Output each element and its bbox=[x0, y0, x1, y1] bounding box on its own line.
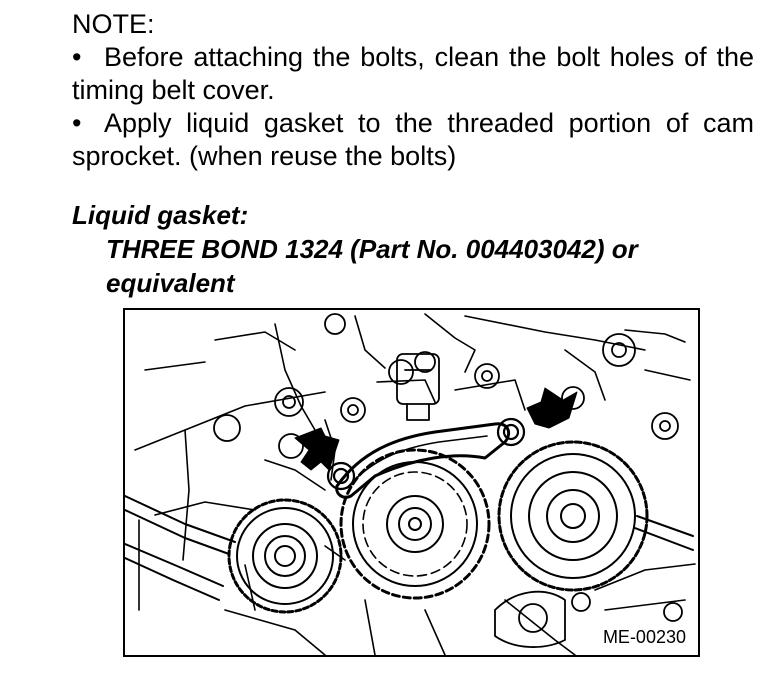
cam-sprocket bbox=[339, 448, 491, 600]
timing-belt-illustration: ME-00230 bbox=[123, 308, 700, 657]
bolt-callout-arrows bbox=[294, 387, 578, 471]
note-item-text: Before attaching the bolts, clean the bo… bbox=[72, 42, 754, 105]
bolt-bosses bbox=[213, 313, 683, 622]
engine-line-drawing bbox=[125, 313, 696, 655]
liquid-gasket-block: Liquid gasket: THREE BOND 1324 (Part No.… bbox=[72, 198, 762, 300]
note-block: NOTE: •Before attaching the bolts, clean… bbox=[72, 8, 754, 173]
figure-code: ME-00230 bbox=[600, 627, 688, 647]
bullet: • bbox=[72, 42, 82, 72]
arrow-left bbox=[294, 427, 340, 471]
note-title: NOTE: bbox=[72, 9, 155, 39]
liquid-gasket-spec: THREE BOND 1324 (Part No. 004403042) or … bbox=[106, 234, 638, 298]
belt-cover-plate bbox=[335, 422, 511, 499]
note-item-text: Apply liquid gasket to the threaded port… bbox=[72, 108, 754, 171]
upper-center-boss bbox=[396, 353, 440, 421]
bullet: • bbox=[72, 108, 82, 138]
cover-bolt-left bbox=[326, 461, 356, 491]
liquid-gasket-label: Liquid gasket: bbox=[72, 200, 249, 230]
right-pulley bbox=[497, 440, 649, 592]
left-pulley bbox=[227, 498, 343, 614]
note-item-2: •Apply liquid gasket to the threaded por… bbox=[72, 107, 754, 173]
cover-bolt-right bbox=[496, 417, 526, 447]
arrow-right bbox=[526, 387, 578, 429]
note-item-1: •Before attaching the bolts, clean the b… bbox=[72, 41, 754, 107]
lower-idler bbox=[494, 590, 566, 648]
